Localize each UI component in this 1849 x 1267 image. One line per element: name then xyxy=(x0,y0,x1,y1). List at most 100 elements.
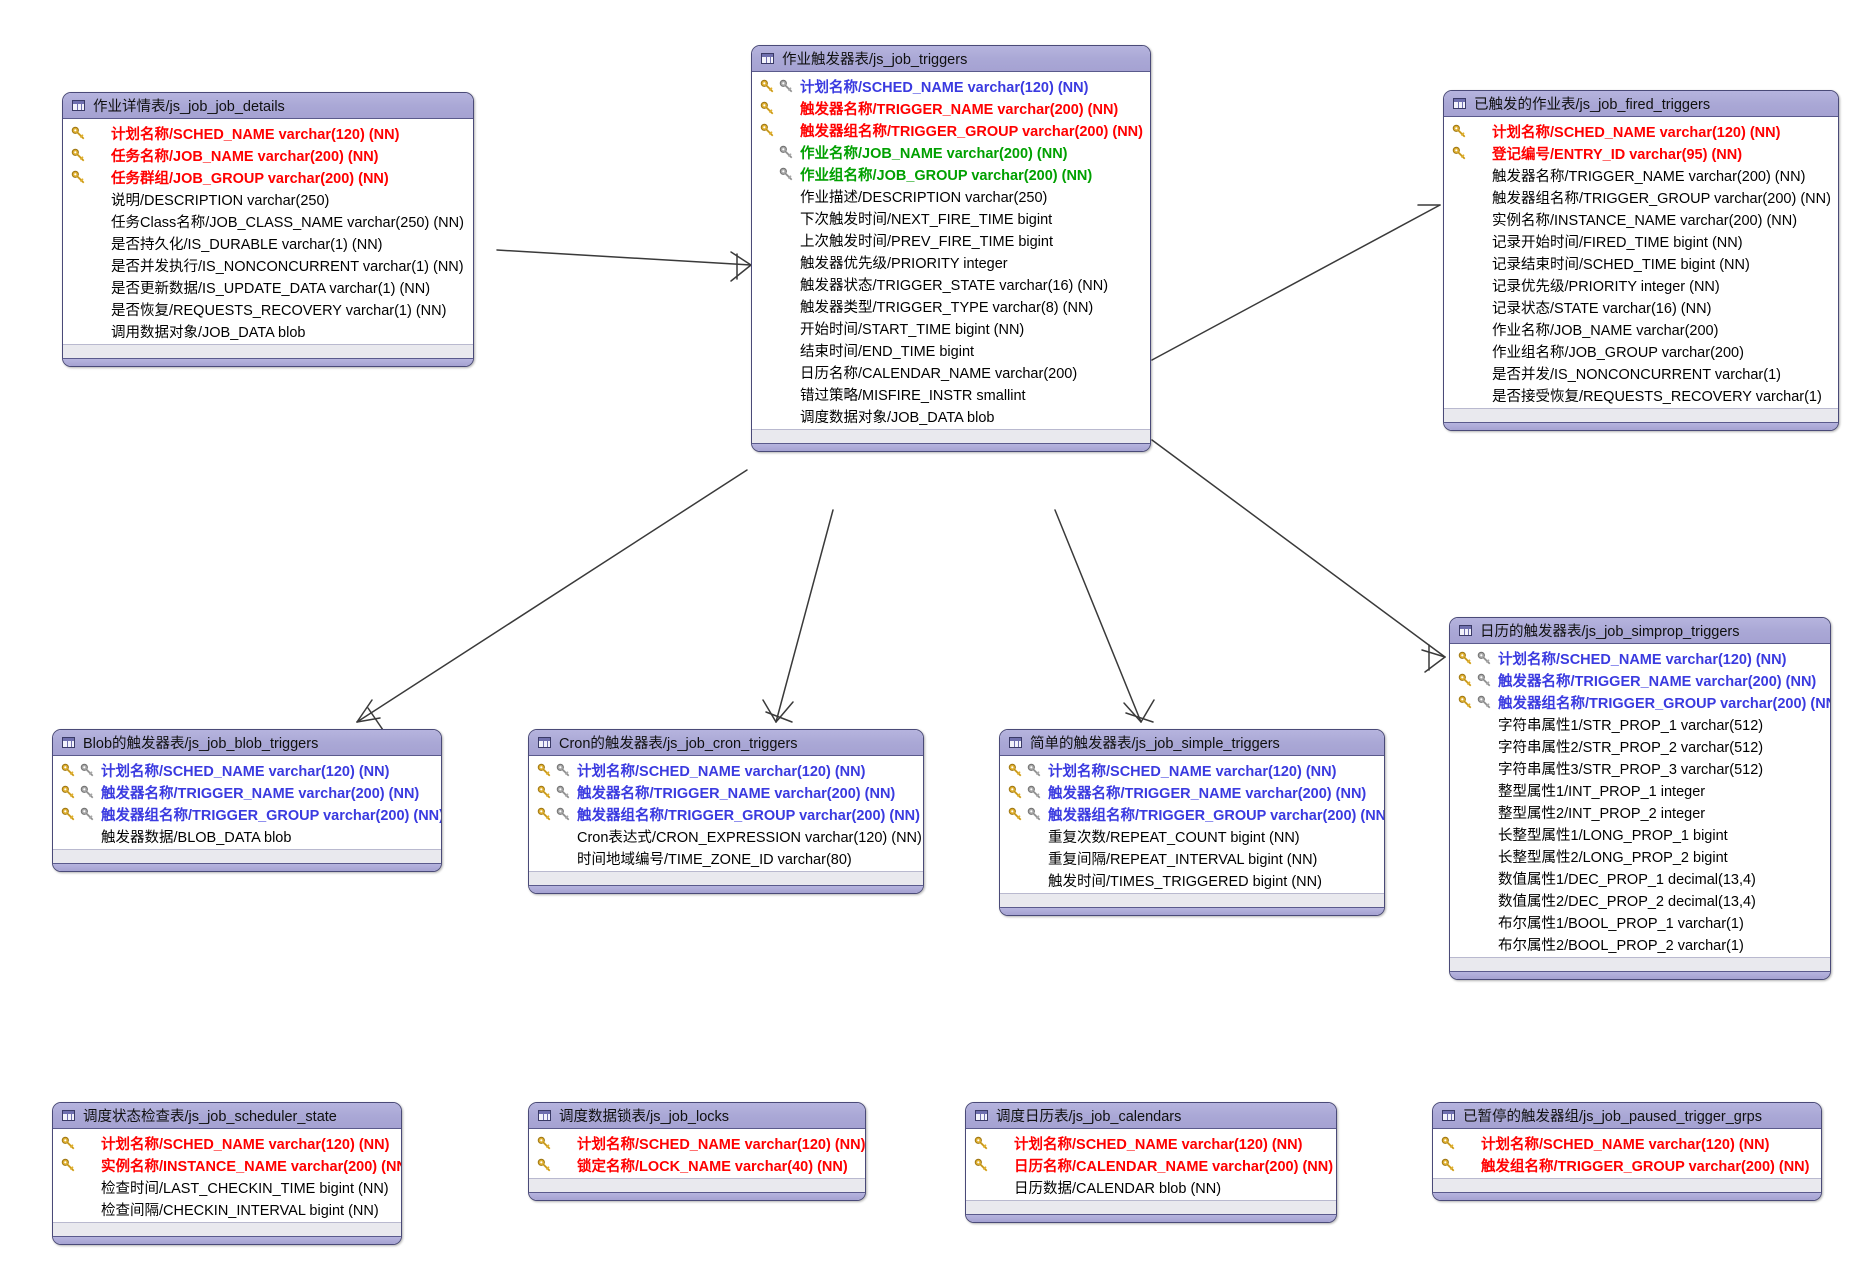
column-row[interactable]: 任务Class名称/JOB_CLASS_NAME varchar(250) (N… xyxy=(63,210,473,232)
entity-header-job_details[interactable]: 作业详情表/js_job_job_details xyxy=(63,93,473,119)
entity-header-triggers[interactable]: 作业触发器表/js_job_triggers xyxy=(752,46,1150,72)
column-row[interactable]: 计划名称/SCHED_NAME varchar(120) (NN) xyxy=(1450,647,1830,669)
entity-header-simprop_triggers[interactable]: 日历的触发器表/js_job_simprop_triggers xyxy=(1450,618,1830,644)
column-row[interactable]: 检查时间/LAST_CHECKIN_TIME bigint (NN) xyxy=(53,1176,401,1198)
column-row[interactable]: 实例名称/INSTANCE_NAME varchar(200) (NN) xyxy=(1444,208,1838,230)
column-row[interactable]: 记录结束时间/SCHED_TIME bigint (NN) xyxy=(1444,252,1838,274)
column-row[interactable]: 检查间隔/CHECKIN_INTERVAL bigint (NN) xyxy=(53,1198,401,1220)
column-row[interactable]: 计划名称/SCHED_NAME varchar(120) (NN) xyxy=(1433,1132,1821,1154)
entity-header-scheduler_state[interactable]: 调度状态检查表/js_job_scheduler_state xyxy=(53,1103,401,1129)
column-row[interactable]: 作业名称/JOB_NAME varchar(200) (NN) xyxy=(752,141,1150,163)
column-row[interactable]: 作业组名称/JOB_GROUP varchar(200) (NN) xyxy=(752,163,1150,185)
column-row[interactable]: 整型属性2/INT_PROP_2 integer xyxy=(1450,801,1830,823)
entity-header-calendars[interactable]: 调度日历表/js_job_calendars xyxy=(966,1103,1336,1129)
column-row[interactable]: 数值属性2/DEC_PROP_2 decimal(13,4) xyxy=(1450,889,1830,911)
entity-header-simple_triggers[interactable]: 简单的触发器表/js_job_simple_triggers xyxy=(1000,730,1384,756)
column-row[interactable]: 触发器组名称/TRIGGER_GROUP varchar(200) (NN) xyxy=(752,119,1150,141)
entity-header-cron_triggers[interactable]: Cron的触发器表/js_job_cron_triggers xyxy=(529,730,923,756)
column-row[interactable]: 下次触发时间/NEXT_FIRE_TIME bigint xyxy=(752,207,1150,229)
column-row[interactable]: 记录优先级/PRIORITY integer (NN) xyxy=(1444,274,1838,296)
column-row[interactable]: 错过策略/MISFIRE_INSTR smallint xyxy=(752,383,1150,405)
column-row[interactable]: 计划名称/SCHED_NAME varchar(120) (NN) xyxy=(752,75,1150,97)
column-row[interactable]: 计划名称/SCHED_NAME varchar(120) (NN) xyxy=(529,759,923,781)
column-row[interactable]: 记录状态/STATE varchar(16) (NN) xyxy=(1444,296,1838,318)
column-row[interactable]: 触发器组名称/TRIGGER_GROUP varchar(200) (NN) xyxy=(1000,803,1384,825)
entity-simple_triggers[interactable]: 简单的触发器表/js_job_simple_triggers 计划名称/SCHED… xyxy=(999,729,1385,916)
column-row[interactable]: 是否持久化/IS_DURABLE varchar(1) (NN) xyxy=(63,232,473,254)
column-row[interactable]: 说明/DESCRIPTION varchar(250) xyxy=(63,188,473,210)
entity-simprop_triggers[interactable]: 日历的触发器表/js_job_simprop_triggers 计划名称/SCHE… xyxy=(1449,617,1831,980)
column-row[interactable]: 触发器组名称/TRIGGER_GROUP varchar(200) (NN) xyxy=(1450,691,1830,713)
column-row[interactable]: 锁定名称/LOCK_NAME varchar(40) (NN) xyxy=(529,1154,865,1176)
entity-paused_trigger_grps[interactable]: 已暂停的触发器组/js_job_paused_trigger_grps 计划名称/… xyxy=(1432,1102,1822,1201)
entity-blob_triggers[interactable]: Blob的触发器表/js_job_blob_triggers 计划名称/SCHED… xyxy=(52,729,442,872)
column-row[interactable]: 触发组名称/TRIGGER_GROUP varchar(200) (NN) xyxy=(1433,1154,1821,1176)
column-row[interactable]: 触发器类型/TRIGGER_TYPE varchar(8) (NN) xyxy=(752,295,1150,317)
column-row[interactable]: 计划名称/SCHED_NAME varchar(120) (NN) xyxy=(966,1132,1336,1154)
entity-calendars[interactable]: 调度日历表/js_job_calendars 计划名称/SCHED_NAME va… xyxy=(965,1102,1337,1223)
column-row[interactable]: 任务群组/JOB_GROUP varchar(200) (NN) xyxy=(63,166,473,188)
entity-locks[interactable]: 调度数据锁表/js_job_locks 计划名称/SCHED_NAME varch… xyxy=(528,1102,866,1201)
column-row[interactable]: 触发器名称/TRIGGER_NAME varchar(200) (NN) xyxy=(53,781,441,803)
entity-cron_triggers[interactable]: Cron的触发器表/js_job_cron_triggers 计划名称/SCHED… xyxy=(528,729,924,894)
entity-scheduler_state[interactable]: 调度状态检查表/js_job_scheduler_state 计划名称/SCHED… xyxy=(52,1102,402,1245)
entity-header-paused_trigger_grps[interactable]: 已暂停的触发器组/js_job_paused_trigger_grps xyxy=(1433,1103,1821,1129)
column-row[interactable]: 计划名称/SCHED_NAME varchar(120) (NN) xyxy=(53,1132,401,1154)
column-row[interactable]: 触发器状态/TRIGGER_STATE varchar(16) (NN) xyxy=(752,273,1150,295)
column-row[interactable]: 作业描述/DESCRIPTION varchar(250) xyxy=(752,185,1150,207)
column-row[interactable]: 调度数据对象/JOB_DATA blob xyxy=(752,405,1150,427)
column-row[interactable]: 触发器组名称/TRIGGER_GROUP varchar(200) (NN) xyxy=(529,803,923,825)
column-row[interactable]: 触发器名称/TRIGGER_NAME varchar(200) (NN) xyxy=(1000,781,1384,803)
entity-job_details[interactable]: 作业详情表/js_job_job_details 计划名称/SCHED_NAME … xyxy=(62,92,474,367)
column-row[interactable]: 重复次数/REPEAT_COUNT bigint (NN) xyxy=(1000,825,1384,847)
column-row[interactable]: 数值属性1/DEC_PROP_1 decimal(13,4) xyxy=(1450,867,1830,889)
column-row[interactable]: 触发时间/TIMES_TRIGGERED bigint (NN) xyxy=(1000,869,1384,891)
column-row[interactable]: 布尔属性1/BOOL_PROP_1 varchar(1) xyxy=(1450,911,1830,933)
column-row[interactable]: 实例名称/INSTANCE_NAME varchar(200) (NN) xyxy=(53,1154,401,1176)
column-row[interactable]: 开始时间/START_TIME bigint (NN) xyxy=(752,317,1150,339)
column-row[interactable]: 字符串属性3/STR_PROP_3 varchar(512) xyxy=(1450,757,1830,779)
column-row[interactable]: 时间地域编号/TIME_ZONE_ID varchar(80) xyxy=(529,847,923,869)
entity-header-fired_triggers[interactable]: 已触发的作业表/js_job_fired_triggers xyxy=(1444,91,1838,117)
column-row[interactable]: 触发器名称/TRIGGER_NAME varchar(200) (NN) xyxy=(1450,669,1830,691)
column-row[interactable]: 日历数据/CALENDAR blob (NN) xyxy=(966,1176,1336,1198)
column-row[interactable]: 是否并发/IS_NONCONCURRENT varchar(1) xyxy=(1444,362,1838,384)
column-row[interactable]: 是否恢复/REQUESTS_RECOVERY varchar(1) (NN) xyxy=(63,298,473,320)
column-row[interactable]: 作业组名称/JOB_GROUP varchar(200) xyxy=(1444,340,1838,362)
column-row[interactable]: 计划名称/SCHED_NAME varchar(120) (NN) xyxy=(1444,120,1838,142)
column-row[interactable]: 是否接受恢复/REQUESTS_RECOVERY varchar(1) xyxy=(1444,384,1838,406)
column-row[interactable]: 计划名称/SCHED_NAME varchar(120) (NN) xyxy=(529,1132,865,1154)
column-row[interactable]: 登记编号/ENTRY_ID varchar(95) (NN) xyxy=(1444,142,1838,164)
column-row[interactable]: 布尔属性2/BOOL_PROP_2 varchar(1) xyxy=(1450,933,1830,955)
column-row[interactable]: 触发器名称/TRIGGER_NAME varchar(200) (NN) xyxy=(529,781,923,803)
column-row[interactable]: 结束时间/END_TIME bigint xyxy=(752,339,1150,361)
entity-header-locks[interactable]: 调度数据锁表/js_job_locks xyxy=(529,1103,865,1129)
column-row[interactable]: 计划名称/SCHED_NAME varchar(120) (NN) xyxy=(53,759,441,781)
column-row[interactable]: 日历名称/CALENDAR_NAME varchar(200) xyxy=(752,361,1150,383)
column-row[interactable]: 字符串属性2/STR_PROP_2 varchar(512) xyxy=(1450,735,1830,757)
column-row[interactable]: Cron表达式/CRON_EXPRESSION varchar(120) (NN… xyxy=(529,825,923,847)
column-row[interactable]: 长整型属性2/LONG_PROP_2 bigint xyxy=(1450,845,1830,867)
column-row[interactable]: 作业名称/JOB_NAME varchar(200) xyxy=(1444,318,1838,340)
column-row[interactable]: 重复间隔/REPEAT_INTERVAL bigint (NN) xyxy=(1000,847,1384,869)
column-row[interactable]: 是否并发执行/IS_NONCONCURRENT varchar(1) (NN) xyxy=(63,254,473,276)
column-row[interactable]: 触发器名称/TRIGGER_NAME varchar(200) (NN) xyxy=(752,97,1150,119)
column-row[interactable]: 长整型属性1/LONG_PROP_1 bigint xyxy=(1450,823,1830,845)
column-row[interactable]: 记录开始时间/FIRED_TIME bigint (NN) xyxy=(1444,230,1838,252)
column-row[interactable]: 字符串属性1/STR_PROP_1 varchar(512) xyxy=(1450,713,1830,735)
column-row[interactable]: 上次触发时间/PREV_FIRE_TIME bigint xyxy=(752,229,1150,251)
entity-header-blob_triggers[interactable]: Blob的触发器表/js_job_blob_triggers xyxy=(53,730,441,756)
column-row[interactable]: 计划名称/SCHED_NAME varchar(120) (NN) xyxy=(63,122,473,144)
column-row[interactable]: 触发器组名称/TRIGGER_GROUP varchar(200) (NN) xyxy=(53,803,441,825)
column-row[interactable]: 计划名称/SCHED_NAME varchar(120) (NN) xyxy=(1000,759,1384,781)
entity-fired_triggers[interactable]: 已触发的作业表/js_job_fired_triggers 计划名称/SCHED_… xyxy=(1443,90,1839,431)
column-row[interactable]: 触发器名称/TRIGGER_NAME varchar(200) (NN) xyxy=(1444,164,1838,186)
column-row[interactable]: 日历名称/CALENDAR_NAME varchar(200) (NN) xyxy=(966,1154,1336,1176)
column-row[interactable]: 触发器数据/BLOB_DATA blob xyxy=(53,825,441,847)
column-row[interactable]: 是否更新数据/IS_UPDATE_DATA varchar(1) (NN) xyxy=(63,276,473,298)
entity-triggers[interactable]: 作业触发器表/js_job_triggers 计划名称/SCHED_NAME va… xyxy=(751,45,1151,452)
column-row[interactable]: 任务名称/JOB_NAME varchar(200) (NN) xyxy=(63,144,473,166)
column-row[interactable]: 触发器组名称/TRIGGER_GROUP varchar(200) (NN) xyxy=(1444,186,1838,208)
column-row[interactable]: 触发器优先级/PRIORITY integer xyxy=(752,251,1150,273)
column-row[interactable]: 调用数据对象/JOB_DATA blob xyxy=(63,320,473,342)
